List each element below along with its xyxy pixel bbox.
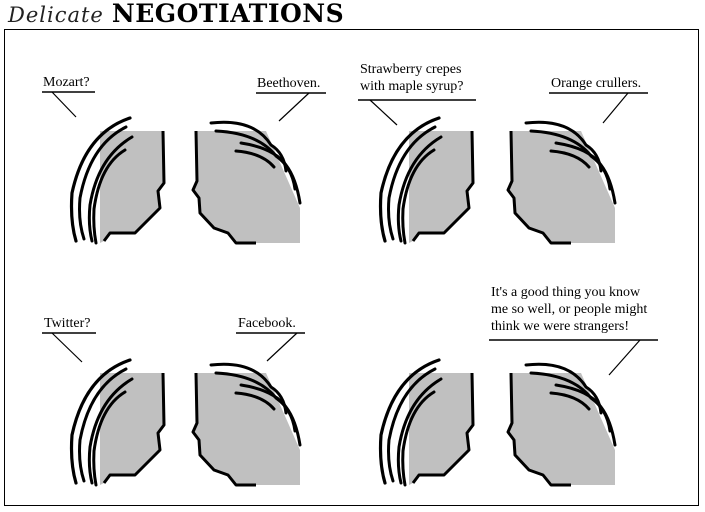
bubble-tail bbox=[278, 92, 310, 122]
comic-title: Delicate NEGOTIATIONS bbox=[8, 0, 344, 28]
speech-text: Beethoven. bbox=[257, 75, 320, 92]
speech-line: Beethoven. bbox=[257, 76, 321, 91]
title-prefix: Delicate bbox=[8, 3, 104, 27]
speech-line: Twitter? bbox=[44, 316, 91, 331]
speech-line: with maple syrup? bbox=[360, 79, 464, 94]
panel-4 bbox=[378, 339, 658, 487]
speech-text: It's a good thing you know me so well, o… bbox=[491, 284, 647, 335]
head-right bbox=[506, 120, 617, 245]
head-right bbox=[191, 362, 302, 487]
speech-line: It's a good thing you know bbox=[491, 285, 641, 300]
head-left bbox=[69, 116, 166, 245]
speech-line: think we were strangers! bbox=[491, 319, 630, 334]
speech-text: Facebook. bbox=[238, 315, 296, 332]
bubble-tail bbox=[266, 332, 298, 362]
speech-line: Facebook. bbox=[238, 316, 296, 331]
bubble-tail bbox=[51, 91, 77, 118]
comic-frame bbox=[4, 29, 699, 506]
head-right bbox=[506, 362, 617, 487]
head-left bbox=[378, 116, 475, 245]
panel-1 bbox=[42, 91, 326, 245]
head-left bbox=[69, 358, 166, 487]
speech-line: Orange crullers. bbox=[551, 76, 642, 91]
head-left bbox=[378, 358, 475, 487]
speech-line: Strawberry crepes bbox=[360, 62, 462, 77]
speech-text: Strawberry crepes with maple syrup? bbox=[360, 61, 463, 95]
bubble-tail bbox=[602, 92, 629, 124]
title-main: NEGOTIATIONS bbox=[111, 0, 345, 28]
speech-line: Mozart? bbox=[43, 75, 90, 90]
bubble-tail bbox=[608, 339, 641, 376]
speech-text: Mozart? bbox=[43, 74, 90, 91]
head-right bbox=[191, 120, 302, 245]
speech-text: Orange crullers. bbox=[551, 75, 641, 92]
bubble-tail bbox=[369, 99, 398, 126]
speech-line: me so well, or people might bbox=[491, 302, 648, 317]
bubble-tail bbox=[51, 332, 83, 363]
panel-2 bbox=[358, 92, 648, 245]
speech-text: Twitter? bbox=[44, 315, 90, 332]
panel-3 bbox=[42, 332, 305, 487]
